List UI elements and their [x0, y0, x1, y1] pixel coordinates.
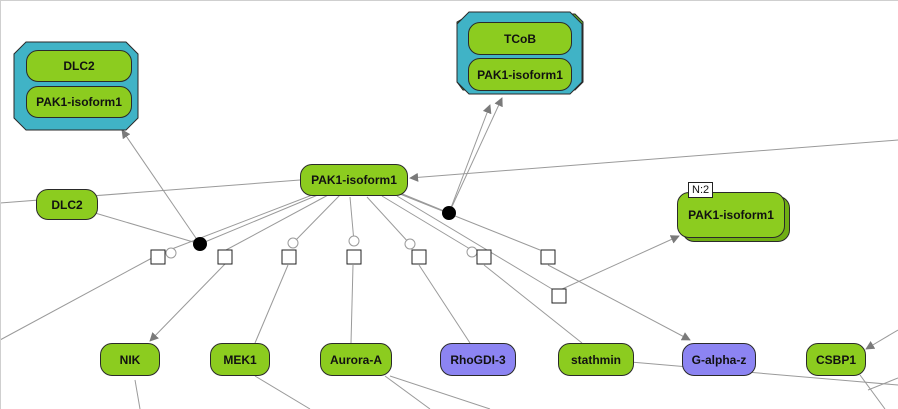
edge-line	[254, 264, 289, 344]
edge-line	[134, 379, 141, 409]
edge-line	[349, 196, 355, 243]
edge-line	[399, 192, 450, 214]
node-rhogdi-3[interactable]: RhoGDI-3	[440, 343, 516, 376]
edge-line	[366, 196, 411, 245]
complex-right-member-pak1[interactable]: PAK1-isoform1	[468, 58, 572, 91]
node-aurora-a[interactable]: Aurora-A	[320, 343, 392, 376]
edge-line	[381, 195, 476, 253]
edge-line	[254, 375, 311, 409]
node-stathmin[interactable]: stathmin	[558, 343, 634, 376]
association-node	[193, 237, 207, 251]
edge-line	[384, 375, 431, 409]
association-node	[442, 206, 456, 220]
center-node-pak1[interactable]: PAK1-isoform1	[300, 164, 408, 196]
edge-line	[163, 191, 321, 253]
edge-line	[399, 193, 541, 251]
edge-line	[149, 263, 226, 342]
modulation-marker	[404, 238, 416, 250]
edge-line	[0, 257, 153, 341]
node-g-alpha-z[interactable]: G-alpha-z	[682, 343, 756, 376]
node-dlc2[interactable]: DLC2	[36, 189, 98, 220]
edge-line	[448, 97, 503, 214]
multimer-badge: N:2	[688, 182, 714, 198]
modulation-marker	[466, 246, 478, 258]
complex-right-member-tcob[interactable]: TCoB	[468, 22, 572, 55]
edge-line	[396, 195, 553, 290]
edge-line	[409, 139, 898, 182]
process-node	[476, 249, 492, 265]
node-nik[interactable]: NIK	[100, 343, 160, 376]
edge-line	[292, 194, 341, 244]
edge-line	[867, 377, 898, 391]
edge-line	[418, 264, 471, 344]
edge-line	[121, 129, 201, 245]
edge-line	[559, 235, 680, 291]
node-csbp1[interactable]: CSBP1	[806, 343, 866, 376]
modulation-marker	[165, 247, 177, 259]
process-node	[551, 288, 567, 304]
edge-line	[350, 264, 354, 344]
edge-line	[225, 193, 331, 251]
edge-line	[547, 264, 691, 341]
multimer-node-pak1[interactable]: PAK1-isoform1	[677, 192, 785, 238]
process-node	[281, 249, 297, 265]
edge-line	[629, 361, 898, 386]
edge-line	[94, 212, 201, 245]
node-mek1[interactable]: MEK1	[210, 343, 270, 376]
edge-line	[859, 374, 886, 409]
complex-left-member-dlc2[interactable]: DLC2	[26, 50, 132, 82]
complex-left-member-pak1[interactable]: PAK1-isoform1	[26, 86, 132, 118]
edge-line	[389, 375, 491, 409]
edge-line	[483, 264, 583, 344]
modulation-marker	[348, 235, 360, 247]
process-node	[346, 249, 362, 265]
process-node	[411, 249, 427, 265]
edge-line	[199, 191, 326, 245]
process-node	[540, 249, 556, 265]
edge-line	[448, 104, 492, 214]
process-node	[150, 249, 166, 265]
modulation-marker	[287, 237, 299, 249]
edge-line	[865, 329, 898, 350]
process-node	[217, 249, 233, 265]
